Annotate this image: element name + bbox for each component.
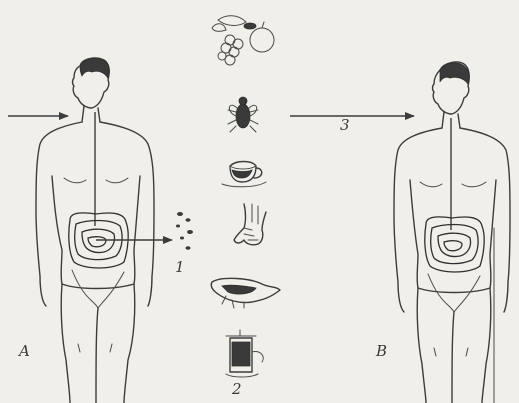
hand-icon [234,204,266,245]
person-left [36,58,154,403]
path-label-3: 3 [340,118,350,133]
cup-icon [222,162,266,187]
feces-particles [176,212,193,250]
food-icon [211,278,280,308]
fly-icon [228,97,258,132]
path-label-2: 2 [232,382,242,397]
path-label-1: 1 [175,260,185,275]
latrine-icon [226,330,263,377]
figure-label-b: B [376,344,387,359]
person-right [394,62,510,403]
fruit-icon [212,16,274,65]
figure-label-a: A [19,344,30,359]
